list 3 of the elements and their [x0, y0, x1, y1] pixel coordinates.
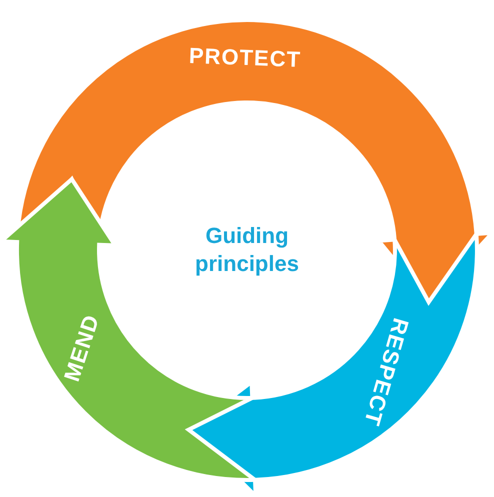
segment-label: MEND [60, 312, 104, 384]
segment-label: PROTECT [188, 45, 302, 71]
center-title: Guiding principles [194, 222, 300, 278]
